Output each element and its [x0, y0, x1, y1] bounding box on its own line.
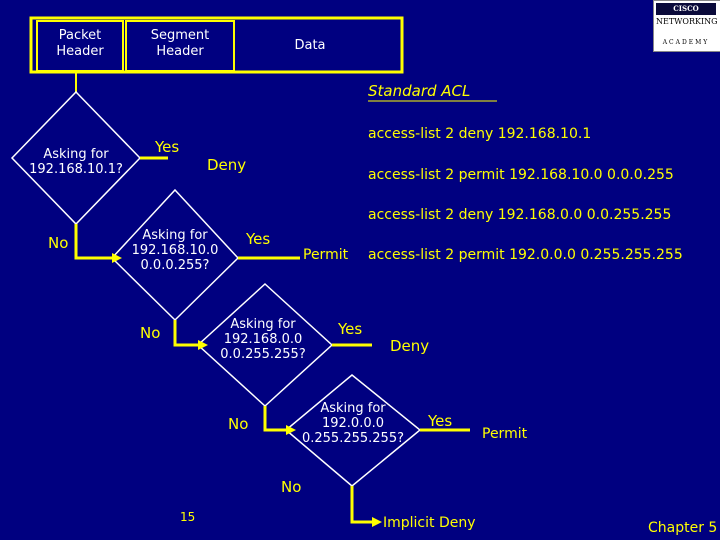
acl-line-2: access-list 2 permit 192.168.10.0 0.0.0.… [368, 167, 674, 183]
packet-header-box [36, 20, 124, 72]
chapter-label: Chapter 5 [648, 520, 718, 536]
arrowhead-q3 [198, 340, 208, 350]
implicit-deny-label: Implicit Deny [383, 515, 476, 531]
q1-deny-label: Deny [207, 156, 247, 174]
decision-4-text: Asking for 192.0.0.0 0.255.255.255? [301, 401, 404, 446]
flow-q2-no [173, 320, 198, 347]
logo-academy: ACADEMY [662, 39, 710, 46]
q2-yes-label: Yes [246, 230, 271, 248]
q2-no-label: No [140, 324, 161, 342]
flow-q4-no [350, 486, 372, 524]
arrowhead-implicit [372, 517, 382, 527]
acl-line-4: access-list 2 permit 192.0.0.0 0.255.255… [368, 247, 683, 263]
segment-header-box [125, 20, 235, 72]
packet-header-label: Packet Header [56, 28, 104, 59]
q4-yes-label: Yes [428, 412, 453, 430]
flow-q3-no [263, 406, 286, 432]
decision-1-text: Asking for 192.168.10.1? [29, 147, 123, 177]
arrowhead-q4 [286, 425, 296, 435]
q3-deny-label: Deny [390, 337, 430, 355]
acl-title: Standard ACL [368, 82, 471, 100]
acl-line-1: access-list 2 deny 192.168.10.1 [368, 126, 592, 142]
data-label: Data [294, 38, 326, 53]
q4-permit-label: Permit [482, 426, 528, 442]
q1-no-label: No [48, 234, 69, 252]
logo-networking: NETWORKING [656, 17, 718, 26]
logo-brand: CISCO SYSTEMS [656, 3, 716, 25]
q4-no-label: No [281, 478, 302, 496]
page-number: 15 [180, 510, 196, 524]
acl-line-3: access-list 2 deny 192.168.0.0 0.0.255.2… [368, 207, 672, 223]
q3-no-label: No [228, 415, 249, 433]
segment-header-label: Segment Header [150, 28, 210, 59]
decision-3-text: Asking for 192.168.0.0 0.0.255.255? [220, 317, 306, 362]
cisco-academy-logo: CISCO SYSTEMS NETWORKING ACADEMY [653, 0, 720, 52]
q2-permit-label: Permit [303, 247, 349, 263]
flow-q1-no [74, 224, 112, 260]
decision-2-text: Asking for 192.168.10.0 0.0.0.255? [131, 228, 219, 273]
q3-yes-label: Yes [338, 320, 363, 338]
q1-yes-label: Yes [155, 138, 180, 156]
arrowhead-q2 [112, 253, 122, 263]
